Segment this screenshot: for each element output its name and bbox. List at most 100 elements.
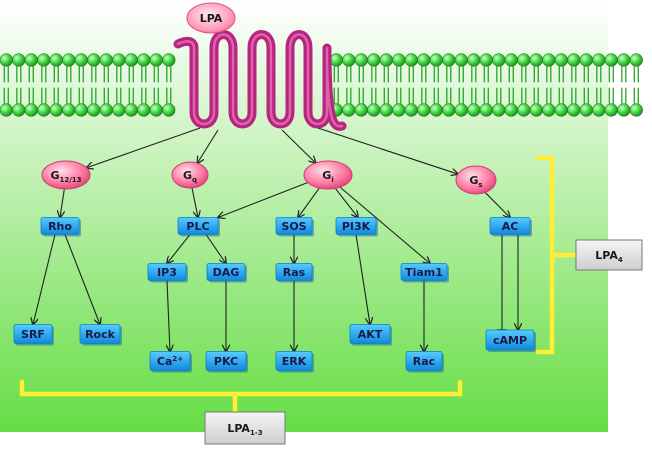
lipid-head [492, 103, 506, 117]
edge-rho-to-srf [33, 234, 56, 325]
edge-plc-to-dag [205, 234, 226, 264]
edge-gi-to-pi3k [334, 187, 358, 217]
lpa4-label: LPA4 [595, 249, 623, 264]
lipid-head [467, 103, 481, 117]
edge-receptor-to-gi [281, 129, 316, 163]
lipid-head [124, 103, 138, 117]
node-sos-label: SOS [281, 220, 306, 233]
lipid-head [517, 103, 531, 117]
node-ac-box [489, 217, 531, 235]
edge-pi3k-to-akt [355, 234, 370, 325]
lipid-head [354, 103, 368, 117]
lipid-head [329, 53, 343, 67]
node-ip3-box [147, 263, 187, 281]
lipid-head [62, 103, 76, 117]
lipid-head [404, 103, 418, 117]
edge-gi-to-sos [298, 187, 320, 217]
lipid-head [479, 103, 493, 117]
lipid-head [554, 103, 568, 117]
lipid-head [629, 53, 643, 67]
receptor-brackets [19, 155, 576, 412]
edge-receptor-to-gq [197, 129, 219, 163]
node-pkc-label: PKC [214, 355, 238, 368]
g-protein-12-13-label: G12/13 [50, 169, 81, 184]
receptor-highlight [176, 33, 344, 128]
lipid-head [417, 103, 431, 117]
lipid-head [12, 103, 26, 117]
lipid-head [49, 103, 63, 117]
receptor-group-boxes: LPA1-3 LPA4 [204, 239, 643, 445]
node-dag-box [206, 263, 246, 281]
node-erk-label: ERK [282, 355, 307, 368]
node-tiam1-box [400, 263, 448, 281]
lipid-head [504, 53, 518, 67]
lipid-head [617, 53, 631, 67]
lipid-head [492, 53, 506, 67]
lipid-head [24, 103, 38, 117]
lipid-head [149, 103, 163, 117]
cell-membrane [0, 53, 643, 117]
lpa-ligand-icon [186, 2, 236, 34]
lipid-head [404, 53, 418, 67]
lipid-head [617, 103, 631, 117]
lipid-head [442, 53, 456, 67]
lipid-head [529, 103, 543, 117]
lipid-head [354, 53, 368, 67]
node-plc-label: PLC [186, 220, 209, 233]
lipid-head [529, 53, 543, 67]
lipid-head [392, 103, 406, 117]
node-erk-box [275, 351, 313, 371]
node-rock-label: Rock [85, 328, 116, 341]
node-rock-box [79, 324, 121, 344]
lipid-head [49, 53, 63, 67]
lipid-head [162, 103, 176, 117]
lipid-head [0, 103, 13, 117]
ligand-layer: LPA [186, 2, 236, 34]
lipid-head [99, 53, 113, 67]
g-protein-q-label: Gq [183, 169, 197, 184]
node-ras-label: Ras [283, 266, 306, 279]
lipid-head [124, 53, 138, 67]
node-rho-box [40, 217, 80, 235]
edge-ip3-to-ca [167, 280, 170, 352]
node-dag-label: DAG [213, 266, 240, 279]
g-protein-s-label: Gs [469, 174, 482, 189]
node-pi3k-box [335, 217, 377, 235]
node-plc-box [177, 217, 219, 235]
lipid-head [0, 53, 13, 67]
lpa13-box [204, 411, 286, 445]
lipid-head [592, 103, 606, 117]
edge-g1213-to-rho [60, 188, 65, 218]
node-sos-box [275, 217, 313, 235]
node-rac-box [405, 351, 443, 371]
edge-gi-to-plc [218, 181, 308, 218]
lipid-head [367, 53, 381, 67]
g-protein-12-13-icon [41, 160, 91, 190]
node-ras-box [275, 263, 313, 281]
lipid-head [74, 103, 88, 117]
lipid-head [137, 103, 151, 117]
node-rho-label: Rho [48, 220, 72, 233]
lipid-head [417, 53, 431, 67]
lipid-head [429, 103, 443, 117]
lipid-head [442, 103, 456, 117]
node-pi3k-label: PI3K [342, 220, 371, 233]
lipid-head [112, 53, 126, 67]
lpa13-label: LPA1-3 [227, 422, 262, 437]
lipid-head [379, 103, 393, 117]
lipid-head [554, 53, 568, 67]
lipid-head [504, 103, 518, 117]
lipid-head [62, 53, 76, 67]
lpa1-3-bracket [19, 379, 463, 397]
edge-receptor-to-gs [317, 127, 458, 174]
lpa-ligand-label: LPA [200, 12, 223, 25]
node-pkc-box [205, 351, 247, 371]
g-protein-s-icon [455, 165, 497, 195]
lipid-head [567, 53, 581, 67]
node-ip3-label: IP3 [157, 266, 177, 279]
edge-receptor-to-g1213 [87, 127, 201, 168]
node-tiam1-label: Tiam1 [405, 266, 443, 279]
